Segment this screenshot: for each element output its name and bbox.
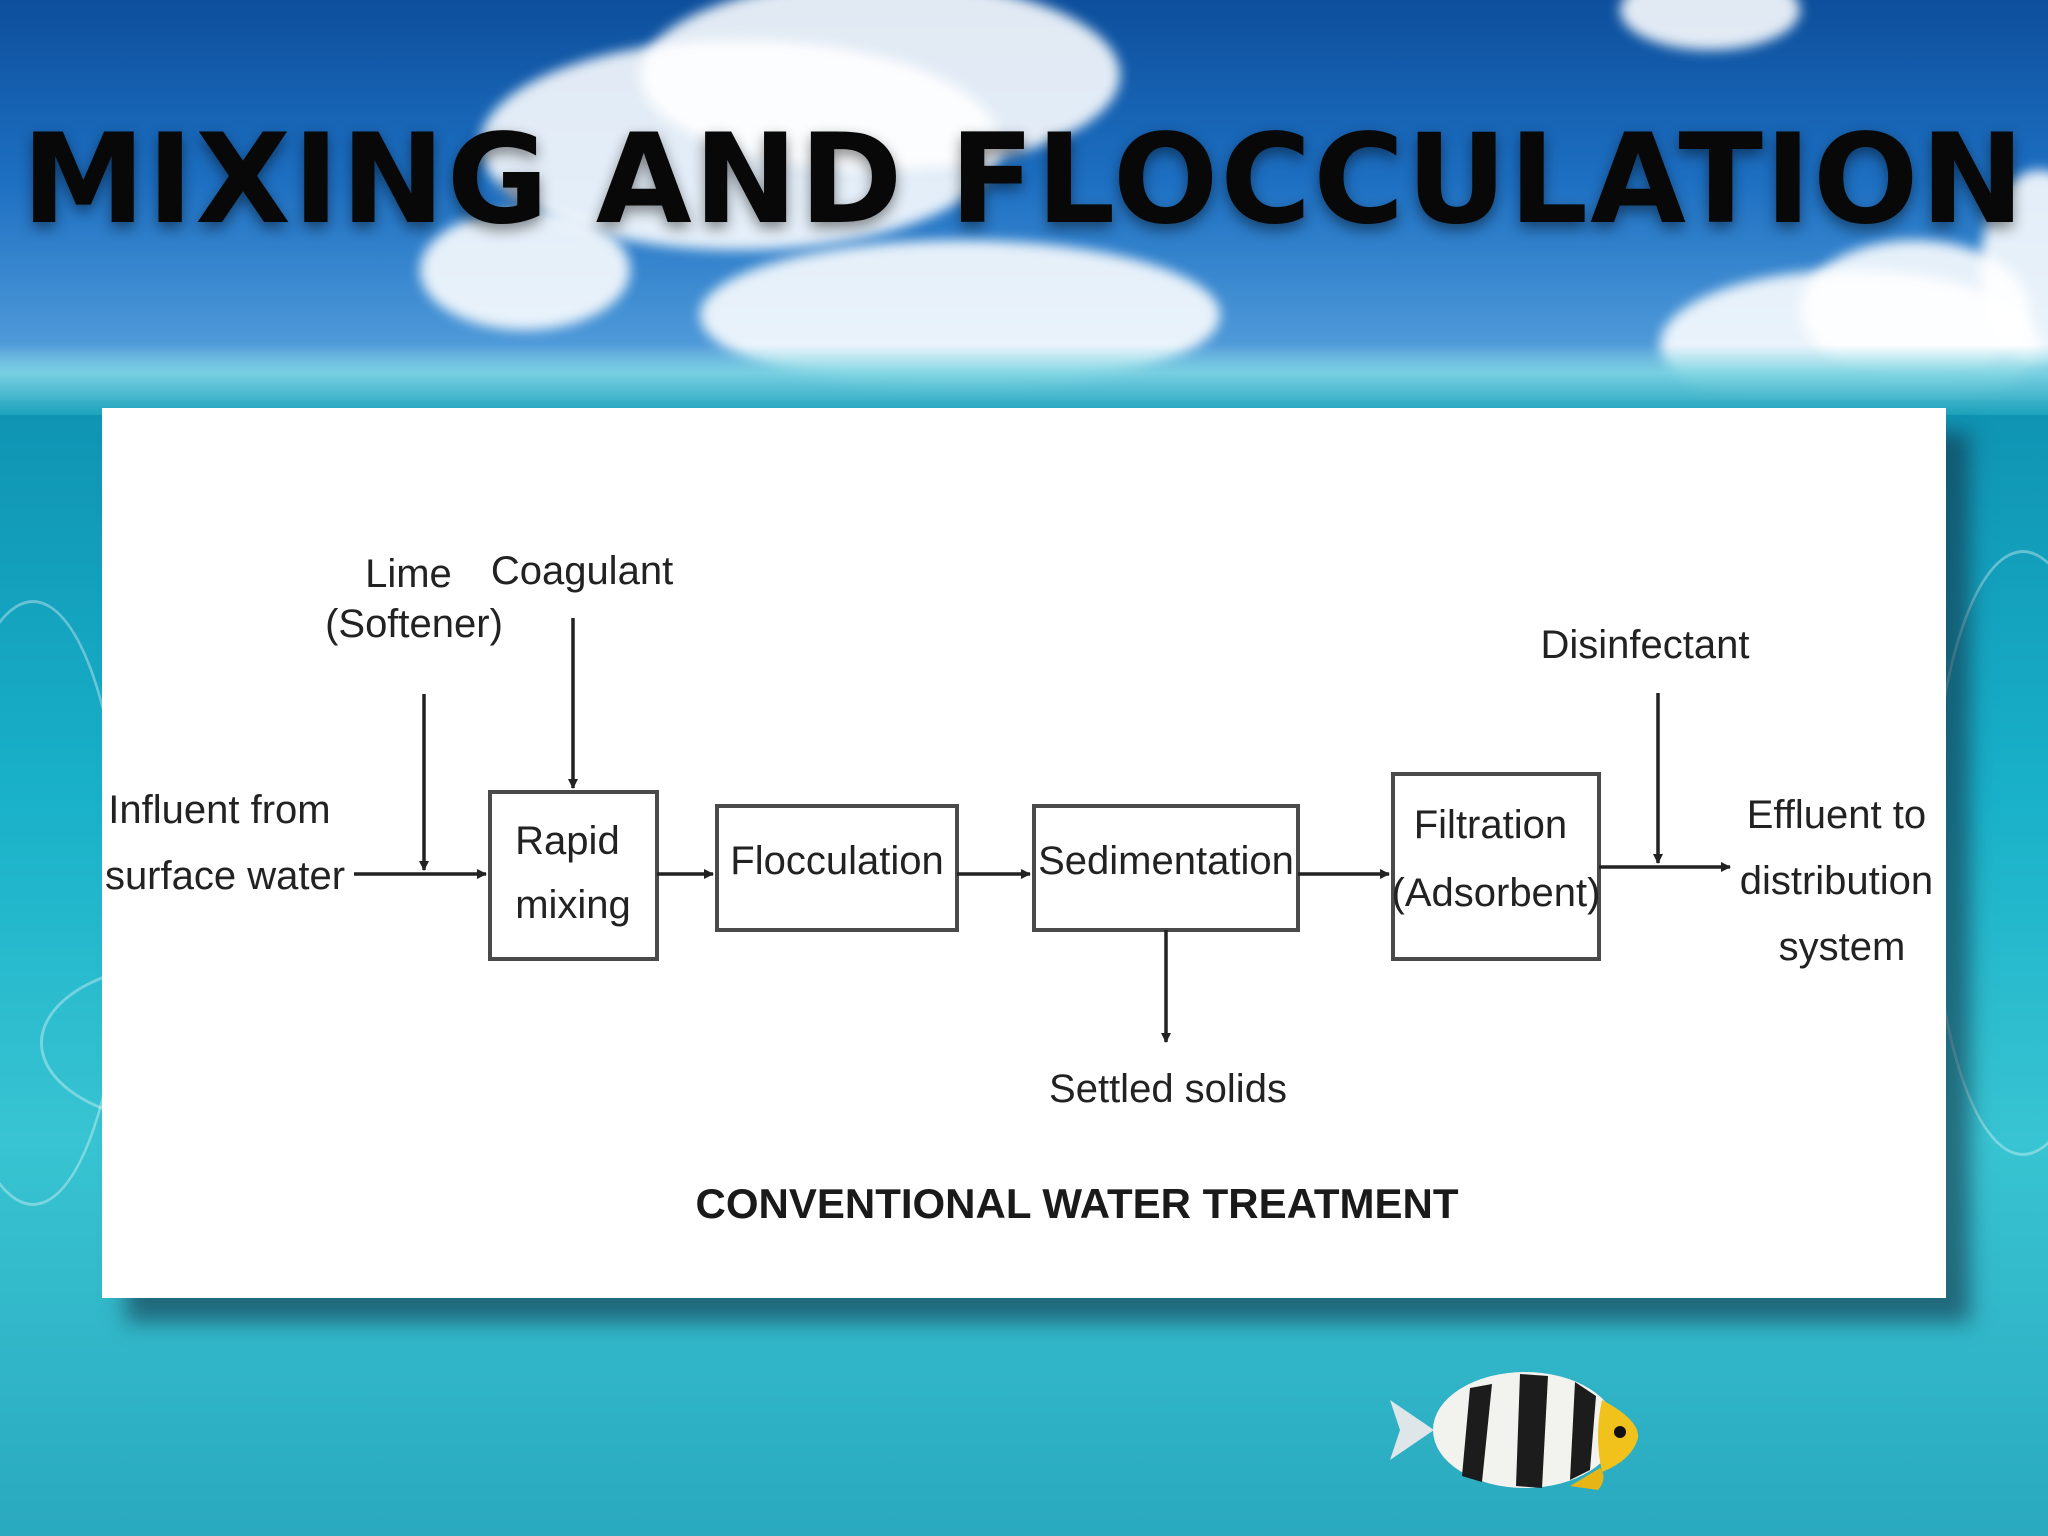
- diagram-panel: Lime (Softener) Coagulant Disinfectant I…: [102, 408, 1946, 1298]
- flocculation-label: Flocculation: [730, 839, 943, 883]
- settled-solids-label: Settled solids: [1049, 1067, 1287, 1111]
- rapid-mixing-box: [490, 792, 657, 959]
- horizon: [0, 345, 2048, 415]
- influent-label: Influent from surface water: [105, 788, 345, 898]
- diagram-caption: CONVENTIONAL WATER TREATMENT: [696, 1180, 1459, 1227]
- lime-label: Lime (Softener): [325, 552, 503, 646]
- coagulant-label: Coagulant: [491, 549, 673, 593]
- butterflyfish-image: [1370, 1360, 1670, 1500]
- water-treatment-flow-diagram: Lime (Softener) Coagulant Disinfectant I…: [102, 408, 1946, 1298]
- filtration-box: [1393, 774, 1599, 959]
- disinfectant-label: Disinfectant: [1541, 623, 1750, 667]
- effluent-label: Effluent to distribution system: [1740, 793, 1945, 969]
- slide-title: MIXING AND FLOCCULATION: [0, 108, 2048, 252]
- sedimentation-label: Sedimentation: [1038, 839, 1294, 883]
